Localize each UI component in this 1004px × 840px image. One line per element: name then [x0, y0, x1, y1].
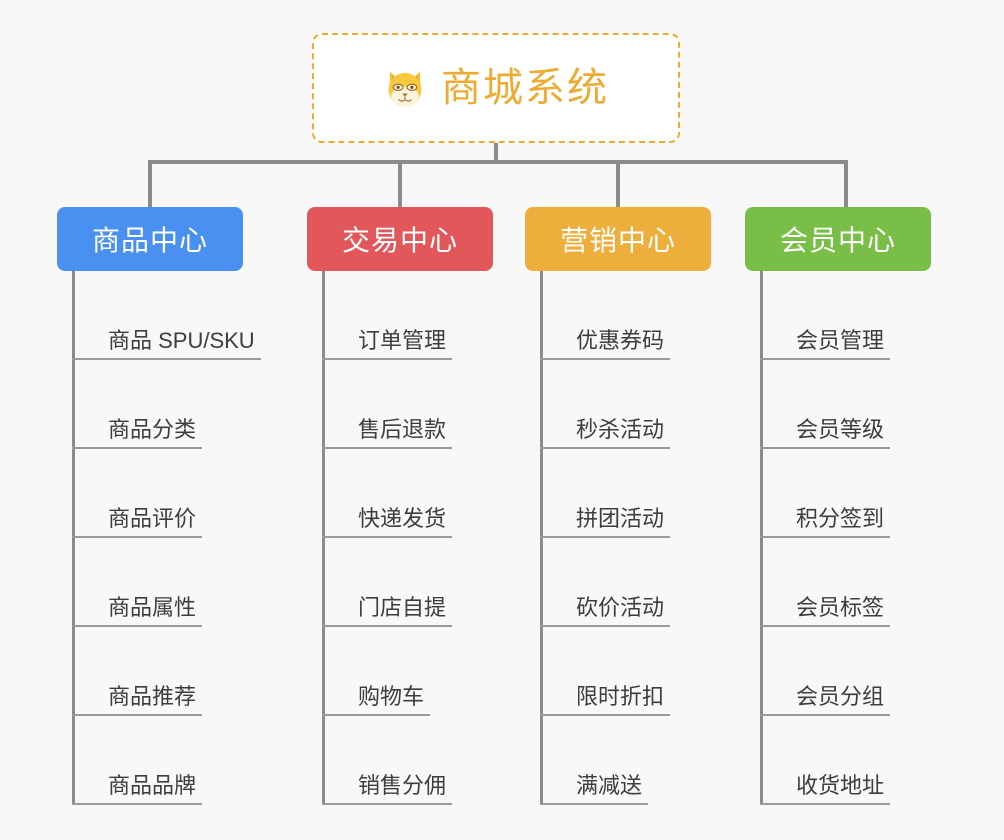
leaf-item[interactable]: 满减送 — [540, 716, 649, 805]
leaf-item-label: 快递发货 — [358, 505, 447, 531]
leaf-item-underline — [540, 714, 671, 716]
leaf-item-underline — [540, 625, 671, 627]
category-label: 商品中心 — [91, 225, 208, 256]
leaf-item-underline — [760, 536, 891, 538]
category-spine-1 — [322, 271, 325, 805]
leaf-item-label: 销售分佣 — [358, 772, 447, 798]
leaf-item-underline — [760, 803, 891, 805]
leaf-item[interactable]: 拼团活动 — [540, 449, 671, 538]
leaf-item[interactable]: 收货地址 — [760, 716, 891, 805]
leaf-item-label: 商品 SPU/SKU — [108, 327, 255, 353]
leaf-item[interactable]: 积分签到 — [760, 449, 891, 538]
leaf-item[interactable]: 商品属性 — [72, 538, 203, 627]
leaf-item-underline — [72, 625, 203, 627]
connector-drop-0 — [148, 160, 152, 207]
leaf-item[interactable]: 会员分组 — [760, 627, 891, 716]
leaf-item-underline — [760, 714, 891, 716]
root-title: 商城系统 — [441, 66, 609, 110]
leaf-item[interactable]: 商品评价 — [72, 449, 203, 538]
leaf-item-label: 商品分类 — [108, 416, 197, 442]
leaf-item-underline — [322, 447, 453, 449]
category-box-3[interactable]: 会员中心 — [745, 207, 931, 271]
leaf-item-label: 商品推荐 — [108, 683, 197, 709]
connector-horizontal-bar — [148, 160, 848, 164]
leaf-item-label: 会员等级 — [796, 416, 885, 442]
leaf-item-underline — [760, 625, 891, 627]
shiba-dog-icon — [388, 71, 422, 108]
leaf-item[interactable]: 快递发货 — [322, 449, 453, 538]
leaf-item-label: 会员管理 — [796, 327, 885, 353]
category-box-1[interactable]: 交易中心 — [307, 207, 493, 271]
category-spine-0 — [72, 271, 75, 805]
category-spine-2 — [540, 271, 543, 805]
connector-root-stem — [494, 143, 498, 163]
leaf-item-label: 商品评价 — [108, 505, 197, 531]
leaf-item-underline — [760, 447, 891, 449]
leaf-item[interactable]: 销售分佣 — [322, 716, 453, 805]
leaf-item[interactable]: 订单管理 — [322, 271, 453, 360]
leaf-item-underline — [540, 447, 671, 449]
category-box-2[interactable]: 营销中心 — [525, 207, 711, 271]
leaf-item-label: 会员分组 — [796, 683, 885, 709]
leaf-item[interactable]: 购物车 — [322, 627, 431, 716]
leaf-item[interactable]: 会员等级 — [760, 360, 891, 449]
leaf-item[interactable]: 优惠券码 — [540, 271, 671, 360]
leaf-item-label: 收货地址 — [796, 772, 885, 798]
leaf-item[interactable]: 会员标签 — [760, 538, 891, 627]
leaf-item[interactable]: 商品分类 — [72, 360, 203, 449]
leaf-item-underline — [322, 536, 453, 538]
leaf-item-label: 商品品牌 — [108, 772, 197, 798]
leaf-item-underline — [72, 536, 203, 538]
leaf-item-underline — [72, 714, 203, 716]
connector-drop-1 — [398, 160, 402, 207]
leaf-item-label: 优惠券码 — [576, 327, 665, 353]
leaf-item-label: 商品属性 — [108, 594, 197, 620]
leaf-item-underline — [540, 803, 649, 805]
leaf-item[interactable]: 门店自提 — [322, 538, 453, 627]
leaf-item-underline — [72, 803, 203, 805]
category-spine-3 — [760, 271, 763, 805]
root-node[interactable]: 商城系统 — [312, 33, 680, 143]
leaf-item-underline — [760, 358, 891, 360]
leaf-item-underline — [72, 447, 203, 449]
leaf-item-underline — [540, 536, 671, 538]
connector-drop-2 — [616, 160, 620, 207]
leaf-item-label: 购物车 — [358, 683, 425, 709]
leaf-item[interactable]: 商品品牌 — [72, 716, 203, 805]
category-label: 交易中心 — [341, 225, 458, 256]
leaf-item-label: 限时折扣 — [576, 683, 665, 709]
connector-drop-3 — [844, 160, 848, 207]
category-label: 会员中心 — [779, 225, 896, 256]
leaf-item-label: 订单管理 — [358, 327, 447, 353]
leaf-item-label: 售后退款 — [358, 416, 447, 442]
leaf-item-label: 积分签到 — [796, 505, 885, 531]
leaf-item[interactable]: 商品 SPU/SKU — [72, 271, 261, 360]
leaf-item-label: 满减送 — [576, 772, 643, 798]
leaf-item-underline — [322, 358, 453, 360]
category-box-0[interactable]: 商品中心 — [57, 207, 243, 271]
leaf-item-label: 门店自提 — [358, 594, 447, 620]
leaf-item-label: 秒杀活动 — [576, 416, 665, 442]
leaf-item[interactable]: 售后退款 — [322, 360, 453, 449]
leaf-item[interactable]: 商品推荐 — [72, 627, 203, 716]
leaf-item[interactable]: 限时折扣 — [540, 627, 671, 716]
leaf-item-underline — [322, 803, 453, 805]
category-label: 营销中心 — [559, 225, 676, 256]
leaf-item-label: 拼团活动 — [576, 505, 665, 531]
leaf-item-label: 砍价活动 — [576, 594, 665, 620]
leaf-item-underline — [540, 358, 671, 360]
leaf-item[interactable]: 会员管理 — [760, 271, 891, 360]
leaf-item-label: 会员标签 — [796, 594, 885, 620]
leaf-item-underline — [322, 714, 431, 716]
leaf-item[interactable]: 秒杀活动 — [540, 360, 671, 449]
leaf-item-underline — [72, 358, 261, 360]
leaf-item[interactable]: 砍价活动 — [540, 538, 671, 627]
leaf-item-underline — [322, 625, 453, 627]
